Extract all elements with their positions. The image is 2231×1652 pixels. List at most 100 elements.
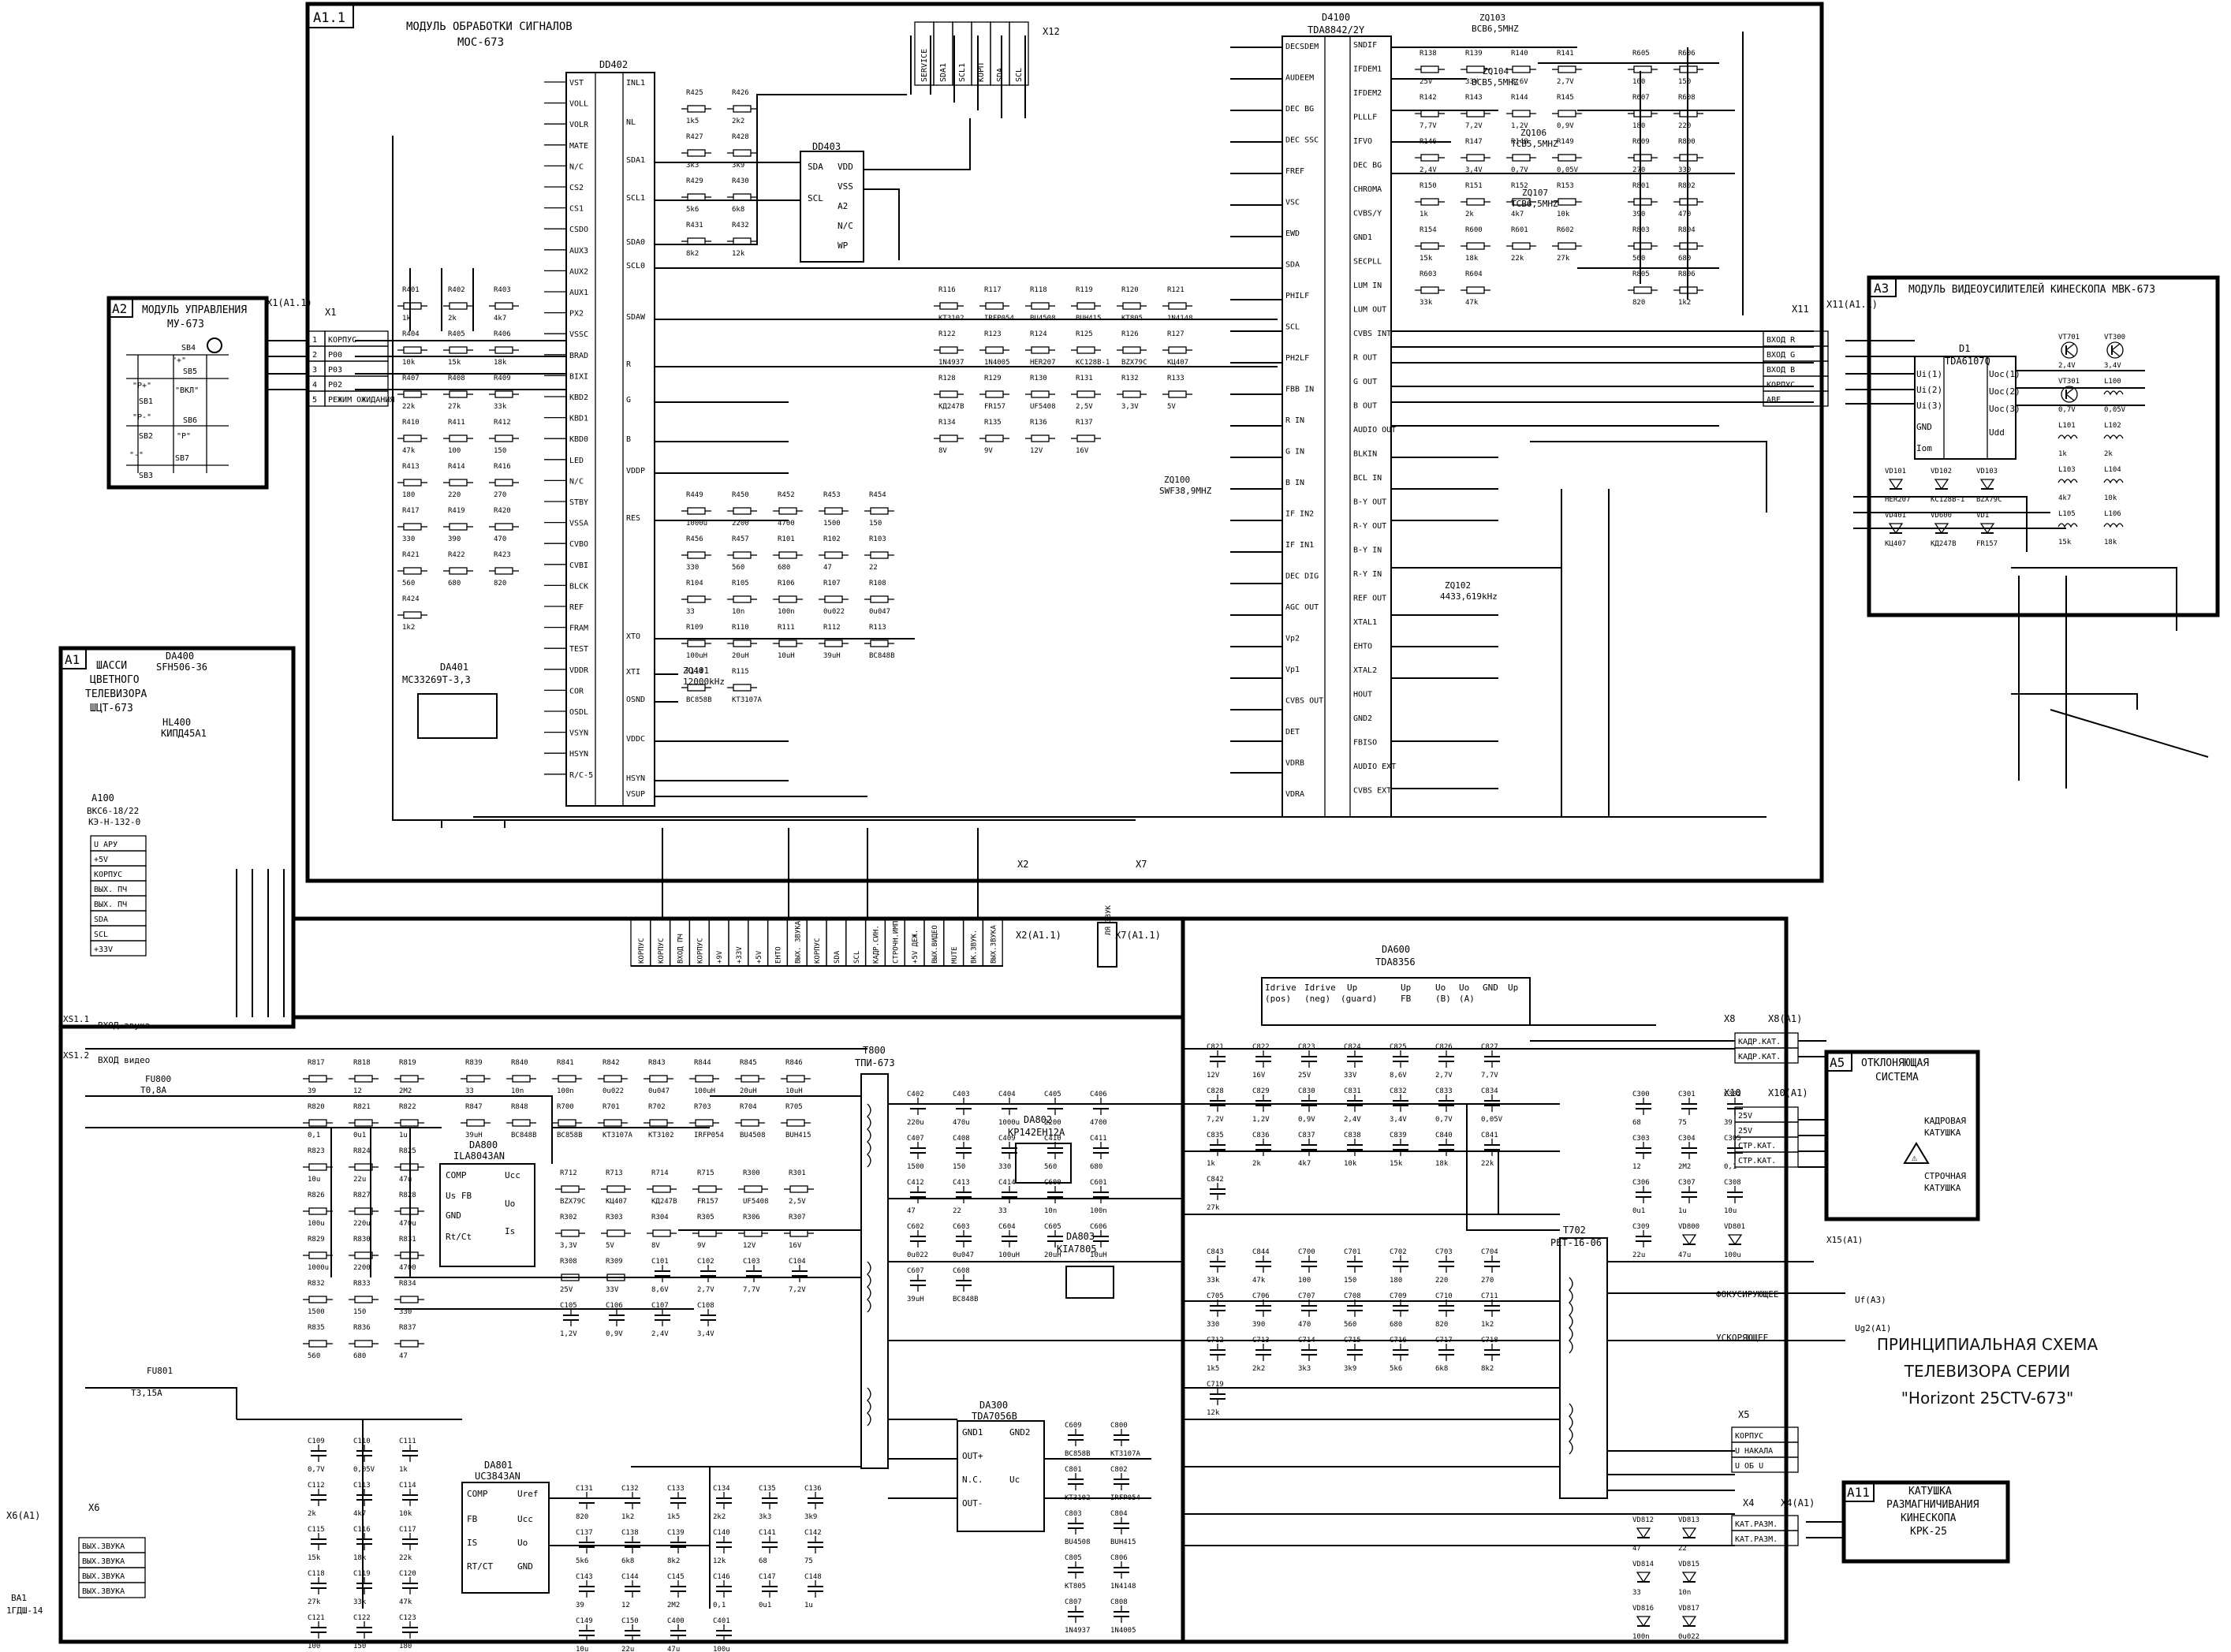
component-ref: R138 <box>1420 50 1437 58</box>
component-value: 100n <box>1090 1207 1107 1215</box>
component-value: 1k <box>1207 1160 1215 1168</box>
ic-da803: DA803 KIA7805 <box>1057 1231 1114 1299</box>
component-ref: R817 <box>308 1059 325 1067</box>
component-ref: L106 <box>2104 510 2121 518</box>
component-ref: C110 <box>353 1438 371 1445</box>
component-value: 270 <box>1481 1277 1494 1285</box>
svg-text:SDA: SDA <box>808 162 823 172</box>
svg-text:HL400: HL400 <box>162 717 191 728</box>
svg-text:SB7: SB7 <box>175 454 189 463</box>
svg-text:Uoc(2): Uoc(2) <box>1989 386 2020 397</box>
ic-pin-label: VSSC <box>569 330 588 339</box>
component-ref: R121 <box>1167 286 1185 294</box>
component-ref: R117 <box>984 286 1002 294</box>
connector-x5: X5 <box>1738 1409 1749 1420</box>
svg-text:SB4: SB4 <box>181 344 196 352</box>
component-value: 100uH <box>998 1251 1020 1259</box>
connector-pin-label: SDA <box>996 68 1005 82</box>
component-value: 820 <box>1435 1321 1448 1329</box>
component-value: IRFP054 <box>694 1132 724 1139</box>
component-ref: C108 <box>697 1302 714 1310</box>
component-value: 12 <box>621 1602 630 1609</box>
ic-pin-label: FBB IN <box>1285 386 1314 394</box>
component-ref: R705 <box>785 1103 803 1111</box>
component-value: 2,4V <box>651 1330 669 1338</box>
component-value: 12k <box>713 1557 726 1565</box>
ic-pin-label: R/C-5 <box>569 771 593 780</box>
component-ref: VD801 <box>1724 1223 1745 1231</box>
svg-text:(B): (B) <box>1435 994 1451 1004</box>
component-value: 0,05V <box>2104 406 2126 414</box>
connector-pin-label: ВЫХ. ПЧ <box>94 901 127 909</box>
svg-text:Up: Up <box>1508 983 1518 993</box>
ic-pin-label: B-Y IN <box>1353 546 1382 555</box>
component-ref: C305 <box>1724 1135 1741 1143</box>
component-ref: R405 <box>448 330 465 338</box>
component-ref: C111 <box>399 1438 416 1445</box>
component-ref: C701 <box>1344 1248 1361 1256</box>
svg-text:T3,15A: T3,15A <box>131 1388 162 1398</box>
component-ref: R704 <box>740 1103 757 1111</box>
component-value: 12 <box>1632 1163 1641 1171</box>
component-ref: R712 <box>560 1169 577 1177</box>
svg-text:КЭ-Н-132-0: КЭ-Н-132-0 <box>88 817 140 827</box>
component-ref: C122 <box>353 1614 371 1622</box>
component-ref: C309 <box>1632 1223 1650 1231</box>
component-ref: C145 <box>667 1573 685 1581</box>
component-value: 10u <box>576 1646 588 1652</box>
component-ref: R818 <box>353 1059 371 1067</box>
pin-number: 1 <box>312 336 317 345</box>
component-value: 68 <box>759 1557 767 1565</box>
component-ref: L101 <box>2058 422 2076 430</box>
component-ref: C113 <box>353 1482 371 1490</box>
component-ref: C703 <box>1435 1248 1453 1256</box>
connector-pin-label: ВЫХ.ЗВУКА <box>82 1572 125 1581</box>
connector-pin-label: +5V ДЕЖ. <box>912 930 920 964</box>
component-ref: R123 <box>984 330 1002 338</box>
svg-text:РАЗМАГНИЧИВАНИЯ: РАЗМАГНИЧИВАНИЯ <box>1886 1499 1979 1511</box>
component-value: 150 <box>1344 1277 1356 1285</box>
svg-text:КАДРОВАЯ: КАДРОВАЯ <box>1924 1116 1966 1126</box>
component-ref: R600 <box>1465 226 1483 234</box>
component-value: 4700 <box>778 520 795 528</box>
connector-pin-label: SDA <box>94 915 108 924</box>
svg-text:"-": "-" <box>129 451 144 460</box>
component-ref: C718 <box>1481 1337 1498 1344</box>
component-ref: R841 <box>557 1059 574 1067</box>
component-ref: R410 <box>402 419 420 427</box>
svg-text:KP142EH12A: KP142EH12A <box>1008 1127 1065 1138</box>
ic-pin-label: AUDIO OUT <box>1353 426 1396 434</box>
component-ref: R419 <box>448 507 465 515</box>
svg-text:12000kHz: 12000kHz <box>683 677 725 687</box>
svg-text:N.C.: N.C. <box>962 1475 983 1485</box>
component-ref: C804 <box>1110 1510 1128 1518</box>
component-value: 560 <box>308 1352 320 1360</box>
pin-number: 3 <box>312 366 317 375</box>
chassis-divider <box>293 1015 1185 1642</box>
connector-pin-label: +5V <box>755 950 763 964</box>
ic-pin-label: CHROMA <box>1353 185 1382 194</box>
component-ref: R820 <box>308 1103 325 1111</box>
component-ref: R305 <box>697 1214 714 1221</box>
component-value: 100u <box>308 1220 325 1228</box>
